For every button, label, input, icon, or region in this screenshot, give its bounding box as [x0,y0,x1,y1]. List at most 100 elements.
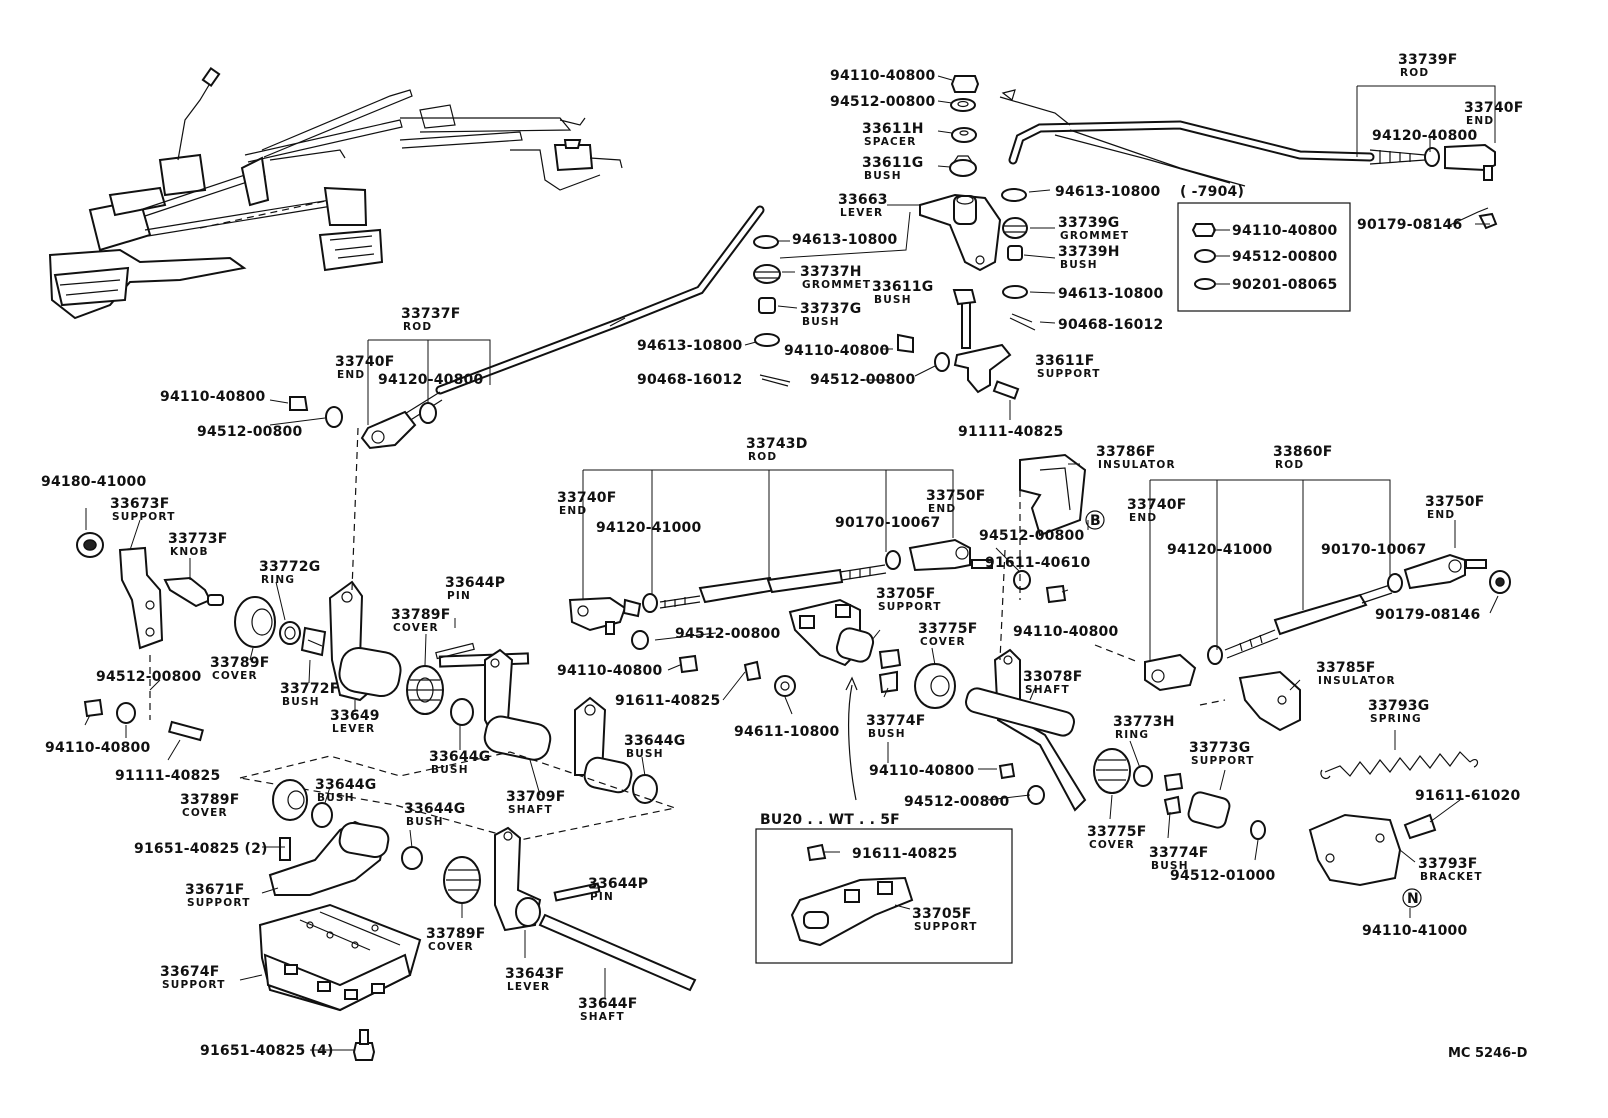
part-name-label: COVER [182,807,228,819]
part-name-label: COVER [428,941,474,953]
part-number-label: 33611H [862,121,924,137]
part-number-label: 33644G [315,777,376,793]
part-number-label: 94120-40800 [378,372,483,388]
part-number-label: 90179-08146 [1357,217,1462,233]
part-number-label: 33860F [1273,444,1332,460]
part-number-label: 91111-40825 [958,424,1063,440]
part-number-label: 33775F [1087,824,1146,840]
part-number-label: 33644G [624,733,685,749]
part-number-label: 94613-10800 [1058,286,1163,302]
part-name-label: BRACKET [1420,871,1483,883]
part-number-label: 94110-40800 [1013,624,1118,640]
part-name-label: SUPPORT [914,921,978,933]
part-number-label: 33078F [1023,669,1082,685]
part-name-label: SUPPORT [1191,755,1255,767]
part-number-label: 33789F [391,607,450,623]
inset-title: BU20 . . WT . . 5F [760,812,900,828]
part-number-label: 94613-10800 [637,338,742,354]
part-number-label: 33644G [404,801,465,817]
part-number-label: 90170-10067 [1321,542,1426,558]
part-name-label: BUSH [1060,259,1098,271]
part-name-label: ROD [1400,67,1429,79]
part-number-label: 33674F [160,964,219,980]
legend-lockwasher-icon [1194,278,1216,290]
part-name-label: COVER [212,670,258,682]
part-number-label: 33772G [259,559,320,575]
part-number-label: 33775F [918,621,977,637]
part-number-label: 94110-41000 [1362,923,1467,939]
part-number-label: 33786F [1096,444,1155,460]
lower-shaft-cluster-illustration [149,427,658,804]
part-number-label: 33663 [838,192,888,208]
part-name-label: SHAFT [1025,684,1070,696]
part-number-label: 94512-00800 [979,528,1084,544]
part-number-label: 33611G [862,155,923,171]
part-number-label: 33772F [280,681,339,697]
part-number-label: 94512-00800 [96,669,201,685]
part-name-label: BUSH [874,294,912,306]
part-name-label: PIN [590,891,614,903]
part-number-label: 94512-00800 [904,794,1009,810]
part-name-label: END [1466,115,1494,127]
part-number-label: 33644F [578,996,637,1012]
part-number-label: 33793F [1418,856,1477,872]
part-number-label: 33740F [1464,100,1523,116]
part-number-label: 94512-00800 [830,94,935,110]
part-name-label: SPRING [1370,713,1422,725]
part-number-label: 33774F [1149,845,1208,861]
part-number-label: 33740F [557,490,616,506]
legend-pn-3: 90201-08065 [1232,277,1337,293]
part-number-label: 33740F [1127,497,1186,513]
left-support-cluster-illustration [76,532,327,742]
part-number-label: 33789F [180,792,239,808]
part-number-label: 33737F [401,306,460,322]
part-name-label: END [1129,512,1157,524]
part-number-label: 33750F [1425,494,1484,510]
part-number-label: 91611-40610 [985,555,1090,571]
part-name-label: ROD [748,451,777,463]
legend-nut-icon [1191,223,1217,237]
part-number-label: 33773F [168,531,227,547]
part-name-label: BUSH [626,748,664,760]
part-number-label: 94110-40800 [869,763,974,779]
part-number-label: 33789F [210,655,269,671]
part-name-label: PIN [447,590,471,602]
part-number-label: 94110-40800 [160,389,265,405]
part-number-label: 94180-41000 [41,474,146,490]
part-number-label: 94110-40800 [830,68,935,84]
part-number-label: 90170-10067 [835,515,940,531]
leader-lines [84,75,1499,1051]
part-name-label: ROD [403,321,432,333]
part-number-label: 94512-01000 [1170,868,1275,884]
part-number-label: 33740F [335,354,394,370]
part-name-label: LEVER [507,981,550,993]
legend-pn-2: 94512-00800 [1232,249,1337,265]
part-number-label: 91651-40825 (4) [200,1043,334,1059]
part-name-label: RING [1115,729,1149,741]
part-name-label: SHAFT [508,804,553,816]
rod-33737f-illustration [289,205,765,450]
part-name-label: COVER [920,636,966,648]
center-support-cluster-illustration [743,453,1105,812]
part-number-label: 33705F [912,906,971,922]
part-name-label: BUSH [868,728,906,740]
part-name-label: SUPPORT [112,511,176,523]
part-name-label: SUPPORT [187,897,251,909]
part-number-label: 33644G [429,749,490,765]
marker-n: N [1407,891,1419,907]
part-number-label: 33737H [800,264,862,280]
part-number-label: 33611G [872,279,933,295]
part-number-label: 33705F [876,586,935,602]
part-number-label: 94120-41000 [1167,542,1272,558]
part-number-label: 33671F [185,882,244,898]
part-number-label: 90468-16012 [1058,317,1163,333]
part-number-label: 33649 [330,708,380,724]
part-number-label: 91611-40825 [852,846,957,862]
date-note: ( -7904) [1180,184,1244,200]
part-name-label: COVER [393,622,439,634]
part-number-label: 33737G [800,301,861,317]
part-number-label: 91111-40825 [115,768,220,784]
part-name-label: BUSH [1151,860,1189,872]
part-number-label: 94613-10800 [1055,184,1160,200]
